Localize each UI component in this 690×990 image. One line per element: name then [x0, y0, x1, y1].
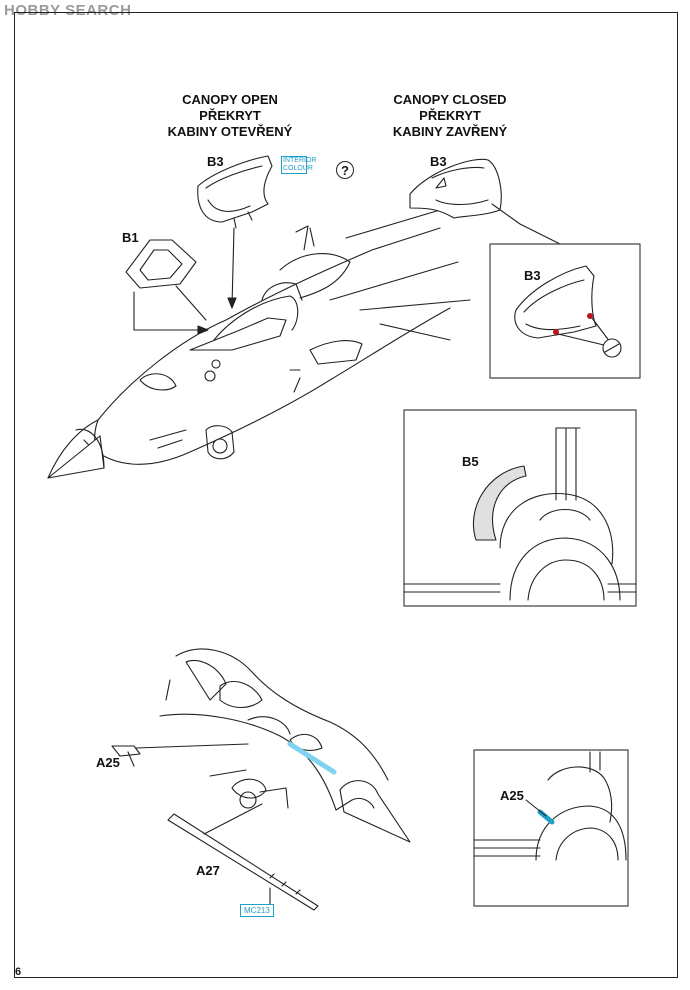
b3-closed-canopy-part — [409, 158, 502, 219]
b3-closed-leader — [491, 203, 561, 245]
part-label-b1: B1 — [122, 230, 139, 245]
part-label-b3-open: B3 — [207, 154, 224, 169]
watermark: HOBBY SEARCH — [4, 2, 132, 19]
a25-part — [111, 743, 249, 767]
red-marker-icon — [553, 329, 559, 335]
part-label-a25-detail: A25 — [500, 788, 524, 803]
part-label-b3-detail: B3 — [524, 268, 541, 283]
interior-colour-line2: COLOUR — [283, 165, 313, 172]
interior-colour-line1: INTERIOR — [283, 157, 317, 164]
canopy-closed-title-line3: KABINY ZAVŘENÝ — [392, 124, 508, 139]
b5-detail-art — [403, 427, 637, 601]
inset-b3-detail — [489, 243, 641, 379]
page-frame — [14, 12, 678, 978]
part-label-b3-closed: B3 — [430, 154, 447, 169]
help-question-icon: ? — [336, 161, 354, 179]
mc213-colour-tag: MC213 — [240, 904, 274, 917]
b3-detail-part — [514, 265, 622, 358]
b1-windscreen-part — [125, 239, 197, 289]
a27-pitot-probe — [167, 803, 319, 911]
fuselage-top — [47, 209, 471, 479]
inset-a25-detail — [473, 749, 629, 907]
canopy-closed-title-line1: CANOPY CLOSED — [393, 92, 507, 107]
part-label-b5: B5 — [462, 454, 479, 469]
red-marker-icon — [587, 313, 593, 319]
inset-b5-detail — [403, 409, 637, 607]
canopy-open-title-line2: PŘEKRYT — [199, 108, 261, 123]
canopy-closed-title: CANOPY CLOSED PŘEKRYT KABINY ZAVŘENÝ — [370, 92, 530, 140]
b3-open-canopy-part — [197, 155, 273, 229]
page-number: 6 — [15, 966, 22, 978]
canopy-closed-title-line2: PŘEKRYT — [419, 108, 481, 123]
part-label-a25: A25 — [96, 755, 120, 770]
canopy-open-title: CANOPY OPEN PŘEKRYT KABINY OTEVŘENÝ — [150, 92, 310, 140]
a25-highlight — [287, 741, 337, 775]
canopy-open-title-line3: KABINY OTEVŘENÝ — [167, 124, 293, 139]
canopy-open-title-line1: CANOPY OPEN — [182, 92, 278, 107]
b1-leader-line — [133, 285, 207, 331]
part-label-a27: A27 — [196, 863, 220, 878]
interior-colour-tag: INTERIOR COLOUR — [281, 156, 317, 174]
b3-leader-arrow — [231, 227, 235, 307]
a25-detail-art — [473, 751, 627, 861]
